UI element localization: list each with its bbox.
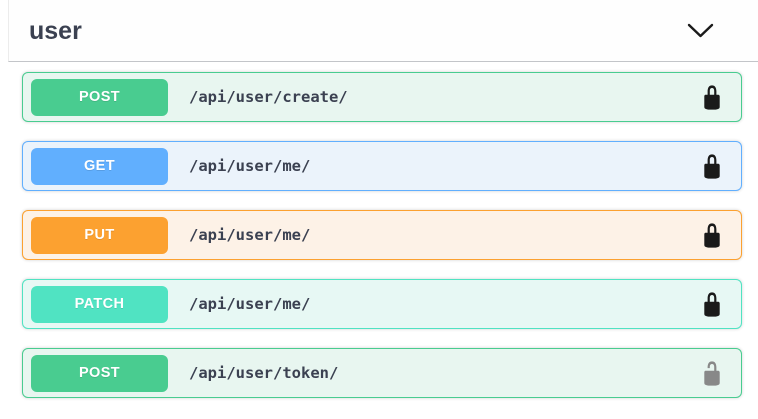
- authorize-button[interactable]: [701, 84, 723, 111]
- endpoint-path[interactable]: /api/user/me/: [189, 157, 311, 175]
- endpoint-row[interactable]: PUT /api/user/me/: [22, 210, 742, 260]
- lock-icon: [704, 84, 720, 110]
- method-badge[interactable]: POST: [31, 354, 168, 392]
- endpoint-path[interactable]: /api/user/me/: [189, 226, 311, 244]
- endpoint-row[interactable]: GET /api/user/me/: [22, 141, 742, 191]
- endpoint-list: POST /api/user/create/ GET /api/user/me/…: [0, 62, 758, 398]
- method-badge[interactable]: POST: [31, 78, 168, 116]
- tag-section-header[interactable]: user: [8, 0, 758, 62]
- authorize-button[interactable]: [701, 153, 723, 180]
- endpoint-path[interactable]: /api/user/me/: [189, 295, 311, 313]
- authorize-button[interactable]: [701, 291, 723, 318]
- endpoint-row[interactable]: PATCH /api/user/me/: [22, 279, 742, 329]
- authorize-button[interactable]: [701, 360, 723, 387]
- endpoint-row[interactable]: POST /api/user/create/: [22, 72, 742, 122]
- chevron-down-icon: [687, 23, 714, 37]
- authorize-button[interactable]: [701, 222, 723, 249]
- method-badge[interactable]: PUT: [31, 216, 168, 254]
- method-badge[interactable]: PATCH: [31, 285, 168, 323]
- endpoint-row[interactable]: POST /api/user/token/: [22, 348, 742, 398]
- section-title: user: [29, 17, 82, 45]
- endpoint-path[interactable]: /api/user/token/: [189, 364, 339, 382]
- endpoint-path[interactable]: /api/user/create/: [189, 88, 348, 106]
- lock-icon: [704, 153, 720, 179]
- collapse-section-button[interactable]: [683, 19, 718, 43]
- method-badge[interactable]: GET: [31, 147, 168, 185]
- lock-icon: [704, 291, 720, 317]
- lock-icon: [704, 222, 720, 248]
- unlock-icon: [704, 360, 720, 386]
